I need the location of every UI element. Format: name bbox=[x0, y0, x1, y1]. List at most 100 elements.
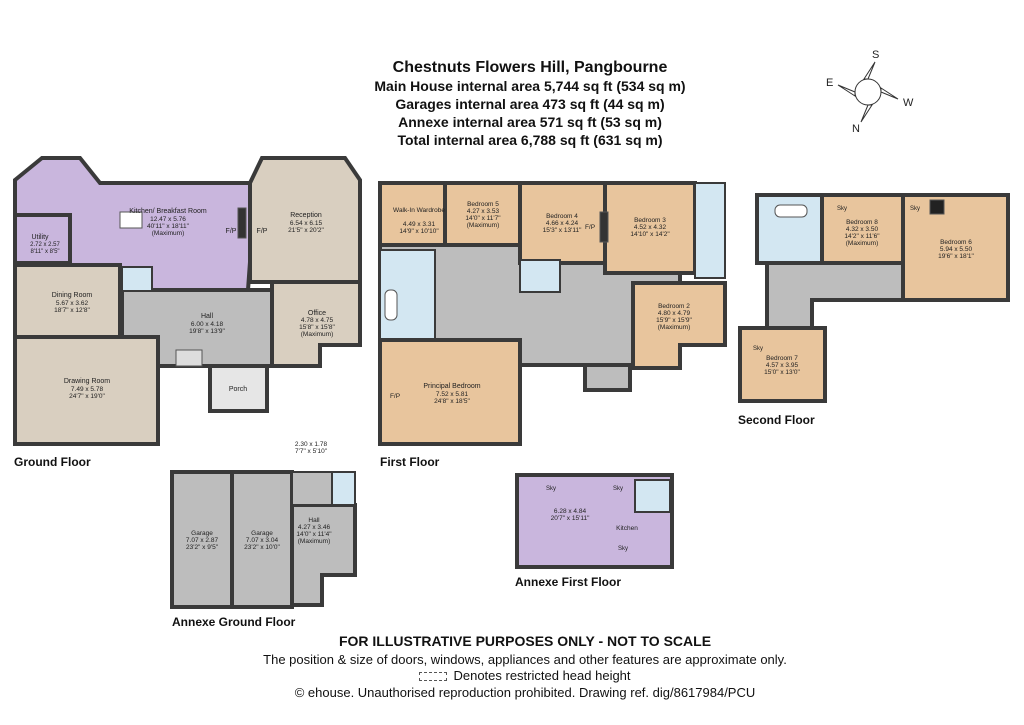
ground-floor-labels: Utility 2.72 x 2.57 8'11" x 8'5" Kitchen… bbox=[30, 208, 335, 400]
annexe-store bbox=[291, 471, 333, 506]
annexe-first-shower bbox=[634, 479, 671, 513]
principal-metric: 7.52 x 5.81 bbox=[436, 391, 469, 398]
garage1-metric: 7.07 x 2.87 bbox=[186, 537, 219, 544]
copyright: © ehouse. Unauthorised reproduction proh… bbox=[294, 685, 756, 700]
hall-metric: 6.00 x 4.18 bbox=[191, 321, 224, 328]
room-bed4 bbox=[518, 181, 607, 265]
bed6-sky: Sky bbox=[910, 206, 920, 212]
annexe-kitchen-name: Kitchen bbox=[616, 525, 638, 532]
area-garages: Garages internal area 473 sq ft (44 sq m… bbox=[395, 96, 665, 112]
annexe-room-imperial: 20'7" x 15'11" bbox=[551, 515, 590, 522]
bed7-sky: Sky bbox=[753, 346, 763, 352]
second-floor-plan bbox=[738, 193, 1010, 403]
room-principal bbox=[378, 338, 522, 446]
dining-name: Dining Room bbox=[52, 292, 93, 299]
annexe-first-plan bbox=[515, 473, 674, 569]
compass-e: E bbox=[826, 77, 833, 89]
bed2-note: (Maximum) bbox=[658, 324, 691, 331]
bed7-imperial: 15'0" x 13'0" bbox=[764, 369, 800, 376]
drawing-metric: 7.49 x 5.78 bbox=[71, 386, 104, 393]
annexe-wc bbox=[331, 471, 356, 506]
annexe-room-metric: 6.28 x 4.84 bbox=[554, 508, 587, 515]
annexe-hall-note: (Maximum) bbox=[298, 538, 331, 545]
disclaimer: FOR ILLUSTRATIVE PURPOSES ONLY - NOT TO … bbox=[338, 633, 712, 649]
walkin-name: Walk-In Wardrobe bbox=[393, 207, 445, 214]
compass-icon: S E W N bbox=[826, 49, 914, 135]
annexe-sky-3: Sky bbox=[618, 546, 628, 552]
room-bed2 bbox=[631, 281, 727, 370]
annexe-hall-name: Hall bbox=[308, 517, 320, 524]
utility-metric: 2.72 x 2.57 bbox=[30, 242, 60, 248]
bed8-note: (Maximum) bbox=[846, 240, 879, 247]
room-porch bbox=[208, 364, 269, 413]
plan-header: Chestnuts Flowers Hill, Pangbourne Main … bbox=[330, 58, 730, 149]
first-ensuite bbox=[694, 182, 726, 279]
drawing-name: Drawing Room bbox=[64, 378, 110, 385]
label-ground-floor: Ground Floor bbox=[14, 455, 91, 469]
annexe-hall-metric: 4.27 x 3.46 bbox=[298, 524, 331, 531]
garage2-imperial: 23'2" x 10'0" bbox=[244, 544, 280, 551]
first-bay bbox=[583, 363, 632, 392]
label-first-floor: First Floor bbox=[380, 455, 440, 469]
first-floor-fixtures bbox=[384, 211, 609, 321]
annexe-sky-2: Sky bbox=[613, 486, 623, 492]
annexe-ground-labels: Garage 7.07 x 2.87 23'2" x 9'5" Garage 7… bbox=[186, 441, 332, 551]
first-shower bbox=[519, 259, 561, 293]
bed6-name: Bedroom 6 bbox=[940, 239, 972, 246]
kitchen-note: (Maximum) bbox=[152, 230, 185, 237]
hall-name: Hall bbox=[201, 313, 214, 320]
office-metric: 4.78 x 4.75 bbox=[301, 317, 334, 324]
bed4-name: Bedroom 4 bbox=[546, 213, 578, 220]
bed5-name: Bedroom 5 bbox=[467, 201, 499, 208]
first-floor-plan bbox=[378, 181, 727, 446]
garage1-imperial: 23'2" x 9'5" bbox=[186, 544, 219, 551]
bed8-sky: Sky bbox=[837, 206, 847, 212]
porch-name: Porch bbox=[229, 386, 247, 393]
reception-metric: 6.54 x 6.15 bbox=[290, 220, 323, 227]
reception-fp: F/P bbox=[257, 228, 268, 235]
second-landing bbox=[765, 261, 905, 330]
bed8-imperial: 14'2" x 11'6" bbox=[844, 233, 880, 240]
bed8-name: Bedroom 8 bbox=[846, 219, 878, 226]
area-total: Total internal area 6,788 sq ft (631 sq … bbox=[397, 132, 663, 148]
bed3-name: Bedroom 3 bbox=[634, 217, 666, 224]
bed5-note: (Maximum) bbox=[467, 222, 500, 229]
reception-name: Reception bbox=[290, 212, 322, 219]
dining-imperial: 18'7" x 12'8" bbox=[54, 307, 90, 314]
bed2-metric: 4.80 x 4.79 bbox=[658, 310, 691, 317]
dining-metric: 5.67 x 3.62 bbox=[56, 300, 89, 307]
compass-s: S bbox=[872, 49, 879, 61]
label-annexe-first-floor: Annexe First Floor bbox=[515, 575, 622, 589]
kitchen-fp: F/P bbox=[226, 228, 237, 235]
first-floor-labels: Walk-In Wardrobe 4.49 x 3.31 14'9" x 10'… bbox=[390, 201, 693, 405]
bed4-metric: 4.66 x 4.24 bbox=[546, 220, 579, 227]
office-imperial: 15'8" x 15'8" bbox=[299, 324, 335, 331]
bed8-metric: 4.32 x 3.50 bbox=[846, 226, 879, 233]
annexe-first-labels: 6.28 x 4.84 20'7" x 15'11" Kitchen Sky S… bbox=[546, 486, 638, 552]
utility-name: Utility bbox=[31, 234, 49, 241]
bed4-imperial: 15'3" x 13'11" bbox=[543, 227, 582, 234]
label-annexe-ground-floor: Annexe Ground Floor bbox=[172, 615, 296, 629]
kitchen-metric: 12.47 x 5.76 bbox=[150, 216, 186, 223]
garage2-name: Garage bbox=[251, 530, 273, 537]
area-main-house: Main House internal area 5,744 sq ft (53… bbox=[374, 78, 686, 94]
second-floor-labels: Bedroom 8 4.32 x 3.50 14'2" x 11'6" (Max… bbox=[753, 206, 975, 376]
annexe-store-imperial: 7'7" x 5'10" bbox=[295, 448, 328, 455]
second-floor-fixtures bbox=[774, 199, 945, 218]
bed7-name: Bedroom 7 bbox=[766, 355, 798, 362]
compass-w: W bbox=[903, 97, 914, 109]
area-annexe: Annexe internal area 571 sq ft (53 sq m) bbox=[398, 114, 662, 130]
label-second-floor: Second Floor bbox=[738, 413, 815, 427]
drawing-imperial: 24'7" x 19'0" bbox=[69, 393, 105, 400]
reception-imperial: 21'5" x 20'2" bbox=[288, 227, 324, 234]
ground-wc bbox=[121, 266, 153, 292]
walkin-metric: 4.49 x 3.31 bbox=[403, 221, 436, 228]
room-walkin bbox=[378, 181, 447, 247]
restricted-height-legend-icon bbox=[419, 672, 448, 682]
bed2-imperial: 15'9" x 15'9" bbox=[656, 317, 692, 324]
compass-n: N bbox=[852, 123, 860, 135]
bed3-imperial: 14'10" x 14'2" bbox=[630, 231, 670, 238]
bed5-imperial: 14'0" x 11'7" bbox=[465, 215, 501, 222]
bed3-metric: 4.52 x 4.32 bbox=[634, 224, 667, 231]
room-utility bbox=[13, 213, 72, 265]
